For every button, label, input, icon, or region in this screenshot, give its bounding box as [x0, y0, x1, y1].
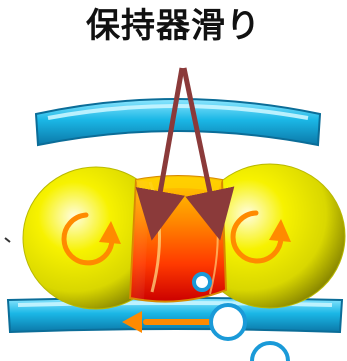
- right-ball-rotation-arrow: [230, 210, 291, 264]
- diagram-title: 保持器滑り: [86, 6, 261, 46]
- pointer-arrows: [135, 67, 235, 241]
- left-edge-mark: [4, 237, 11, 243]
- left-ball-rotation-arrow: [61, 212, 121, 266]
- contact-marker: [209, 303, 247, 341]
- partial-marker: [250, 341, 290, 361]
- cage-marker: [192, 272, 212, 292]
